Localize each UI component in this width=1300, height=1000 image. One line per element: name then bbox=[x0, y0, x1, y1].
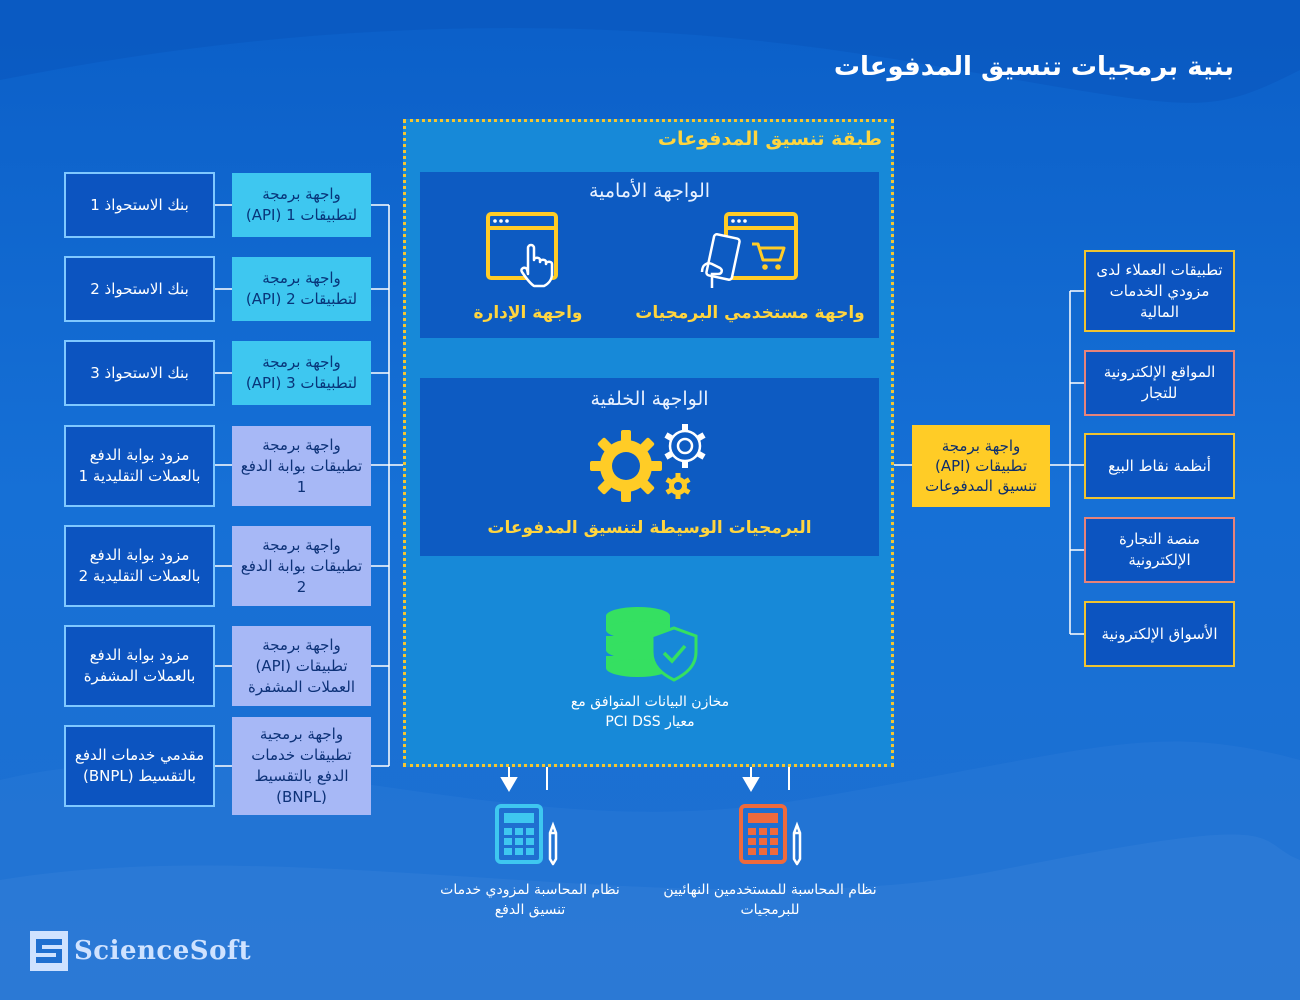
client-app-box: المواقع الإلكترونية للتجار bbox=[1084, 350, 1235, 416]
provider-box: بنك الاستحواذ 3 bbox=[64, 340, 215, 406]
provider-box: بنك الاستحواذ 2 bbox=[64, 256, 215, 322]
api-box: واجهة برمجة تطبيقات بوابة الدفع 2 bbox=[232, 526, 371, 606]
client-app-box: أنظمة نقاط البيع bbox=[1084, 433, 1235, 499]
layer-title: طبقة تنسيق المدفوعات bbox=[657, 128, 882, 150]
orchestration-api-box: واجهة برمجة تطبيقات (API) تنسيق المدفوعا… bbox=[912, 425, 1050, 507]
admin-interface-icon bbox=[486, 212, 558, 288]
api-box: واجهة برمجة تطبيقات (API) العملات المشفر… bbox=[232, 626, 371, 706]
logo-mark-icon bbox=[30, 931, 68, 971]
database-shield-icon bbox=[606, 607, 698, 682]
gears-icon bbox=[590, 424, 706, 502]
logo-text: ScienceSoft bbox=[74, 936, 252, 966]
provider-box: مزود بوابة الدفع بالعملات التقليدية 2 bbox=[64, 525, 215, 607]
api-box: واجهة برمجة تطبيقات بوابة الدفع 1 bbox=[232, 426, 371, 506]
provider-box: بنك الاستحواذ 1 bbox=[64, 172, 215, 238]
api-box: واجهة برمجية تطبيقات خدمات الدفع بالتقسي… bbox=[232, 717, 371, 815]
backend-title: الواجهة الخلفية bbox=[590, 388, 709, 410]
api-box: واجهة برمجة لتطبيقات 2 (API) bbox=[232, 257, 371, 321]
user-interface-label: واجهة مستخدمي البرمجيات bbox=[635, 303, 865, 323]
api-box: واجهة برمجة لتطبيقات 1 (API) bbox=[232, 173, 371, 237]
calculator-icon bbox=[495, 804, 558, 866]
provider-box: مزود بوابة الدفع بالعملات المشفرة bbox=[64, 625, 215, 707]
provider-box: مزود بوابة الدفع بالعملات التقليدية 1 bbox=[64, 425, 215, 507]
api-box: واجهة برمجة لتطبيقات 3 (API) bbox=[232, 341, 371, 405]
accounting-providers-label: نظام المحاسبة لمزودي خدمات تنسيق الدفع bbox=[440, 882, 620, 918]
datastore-label: مخازن البيانات المتوافق مع معيار PCI DSS bbox=[570, 694, 730, 730]
client-app-box: تطبيقات العملاء لدى مزودي الخدمات المالي… bbox=[1084, 250, 1235, 332]
sciencesoft-logo: ScienceSoft bbox=[30, 931, 251, 971]
page-title: بنية برمجيات تنسيق المدفوعات bbox=[833, 52, 1234, 82]
client-app-box: الأسواق الإلكترونية bbox=[1084, 601, 1235, 667]
provider-box: مقدمي خدمات الدفع بالتقسيط (BNPL) bbox=[64, 725, 215, 807]
calculator-icon bbox=[739, 804, 802, 866]
client-app-box: منصة التجارة الإلكترونية bbox=[1084, 517, 1235, 583]
user-interface-icon bbox=[700, 212, 798, 288]
accounting-endusers-label: نظام المحاسبة للمستخدمين النهائيين للبرم… bbox=[663, 882, 877, 918]
admin-interface-label: واجهة الإدارة bbox=[473, 303, 583, 323]
frontend-title: الواجهة الأمامية bbox=[588, 180, 711, 202]
middleware-label: البرمجيات الوسيطة لتنسيق المدفوعات bbox=[487, 518, 812, 538]
